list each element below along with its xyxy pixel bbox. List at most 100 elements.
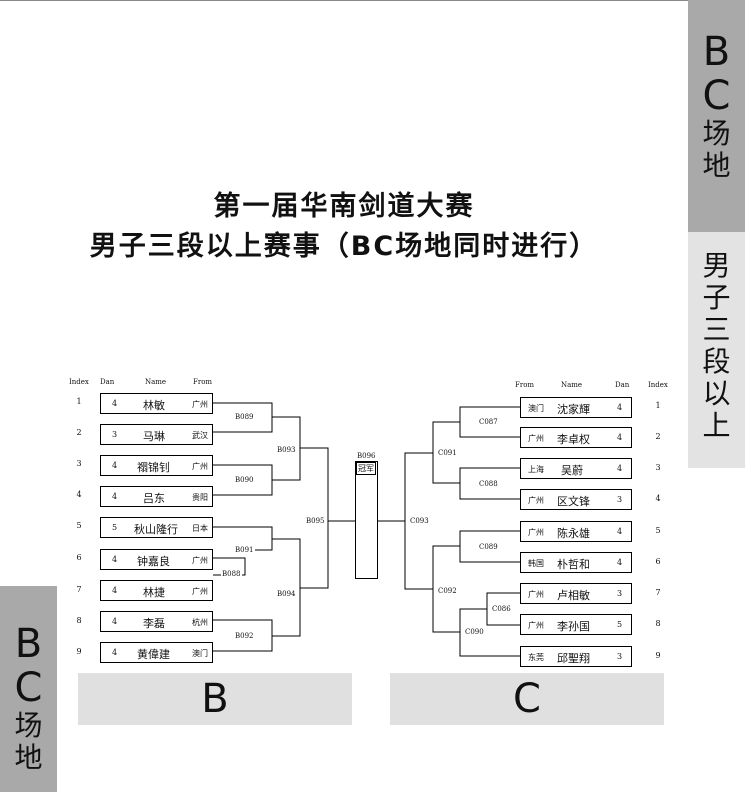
champion-box [355, 461, 378, 579]
tab-char: B [14, 621, 43, 667]
match-label: C088 [478, 480, 499, 488]
top-border-line [0, 0, 745, 1]
section-b-banner: B [78, 673, 352, 725]
tab-char: B [702, 29, 731, 75]
header-name-c: Name [561, 381, 583, 389]
entry-dan: 3 [617, 589, 623, 598]
entry-row: 广州 陈永雄 4 [520, 521, 632, 542]
match-label: B094 [276, 590, 297, 598]
side-tab-bc-court-right-text: B C 场 地 [688, 30, 745, 182]
entry-name: 朴哲和 [557, 558, 590, 571]
entry-row: 广州 卢相敏 3 [520, 583, 632, 604]
match-label: B093 [276, 446, 297, 454]
entry-dan: 3 [617, 652, 623, 661]
entry-name: 李卓权 [557, 433, 590, 446]
entry-dan: 4 [112, 399, 118, 408]
entry-index: 6 [655, 557, 661, 566]
entry-from: 广州 [528, 590, 544, 599]
entry-name: 黄偉建 [137, 648, 170, 661]
entry-dan: 4 [617, 558, 623, 567]
entry-from: 贵阳 [192, 493, 208, 502]
entry-name: 吕东 [143, 492, 165, 505]
entry-name: 卢相敏 [557, 589, 590, 602]
entry-dan: 5 [617, 620, 623, 629]
entry-name: 李孙国 [557, 620, 590, 633]
entry-dan: 4 [617, 433, 623, 442]
match-label: B089 [234, 413, 255, 421]
entry-index: 5 [76, 521, 82, 530]
tab-char: 子 [702, 281, 731, 314]
entry-index: 3 [76, 459, 82, 468]
page-subtitle: 男子三段以上赛事（BC场地同时进行） [89, 231, 599, 262]
entry-name: 钟嘉良 [137, 555, 170, 568]
entry-row: 广州 李卓权 4 [520, 427, 632, 448]
entry-index: 1 [655, 401, 661, 410]
entry-index: 2 [76, 428, 82, 437]
entry-index: 6 [76, 553, 82, 562]
entry-from: 日本 [192, 524, 208, 533]
entry-from: 上海 [528, 465, 544, 474]
entry-dan: 4 [112, 648, 118, 657]
side-tab-bc-court-left-text: B C 场 地 [0, 622, 57, 774]
entry-index: 8 [76, 616, 82, 625]
entry-from: 广州 [192, 400, 208, 409]
entry-dan: 4 [112, 555, 118, 564]
entry-row: 东莞 邱聖翔 3 [520, 646, 632, 667]
entry-row: 4 林敏 广州 [100, 393, 213, 414]
entry-dan: 4 [617, 527, 623, 536]
entry-from: 广州 [528, 434, 544, 443]
match-label: B095 [305, 517, 326, 525]
entry-row: 上海 吴蔚 4 [520, 458, 632, 479]
header-index-b: Index [69, 378, 89, 386]
entry-index: 8 [655, 619, 661, 628]
header-from-c: From [515, 381, 535, 389]
entry-name: 邱聖翔 [557, 652, 590, 665]
side-tab-bc-court-right [688, 0, 745, 232]
entry-from: 杭州 [192, 618, 208, 627]
entry-index: 9 [76, 647, 82, 656]
entry-row: 广州 李孙国 5 [520, 614, 632, 635]
side-tab-category-text: 男 子 三 段 以 上 [688, 250, 745, 442]
entry-from: 澳门 [528, 404, 544, 413]
entry-from: 澳门 [192, 649, 208, 658]
entry-row: 5 秋山隆行 日本 [100, 517, 213, 538]
entry-name: 禤锦钊 [137, 461, 170, 474]
match-label: C091 [437, 449, 458, 457]
entry-row: 韩国 朴哲和 4 [520, 552, 632, 573]
entry-from: 广州 [528, 528, 544, 537]
match-label: B088 [221, 570, 242, 578]
entry-from: 广州 [528, 496, 544, 505]
match-label: C092 [437, 587, 458, 595]
entry-row: 4 禤锦钊 广州 [100, 455, 213, 476]
entry-from: 广州 [192, 587, 208, 596]
match-label: C093 [409, 517, 430, 525]
header-dan-b: Dan [100, 378, 115, 386]
entry-dan: 4 [617, 464, 623, 473]
header-dan-c: Dan [615, 381, 630, 389]
entry-name: 秋山隆行 [134, 523, 178, 536]
champion-label: 冠军 [356, 462, 376, 475]
match-label: B090 [234, 476, 255, 484]
entry-dan: 4 [112, 586, 118, 595]
match-label: B091 [234, 546, 255, 554]
tab-char: 三 [702, 313, 731, 346]
tab-char: 地 [702, 149, 731, 182]
entry-row: 4 吕东 贵阳 [100, 486, 213, 507]
entry-index: 4 [76, 490, 82, 499]
entry-name: 李磊 [143, 617, 165, 630]
entry-row: 4 林捷 广州 [100, 580, 213, 601]
match-label: B096 [356, 452, 377, 460]
entry-index: 2 [655, 432, 661, 441]
entry-dan: 4 [617, 403, 623, 412]
tab-char: 场 [702, 117, 731, 150]
match-label: C089 [478, 543, 499, 551]
page-title: 第一届华南剑道大赛 [213, 191, 475, 222]
entry-row: 澳门 沈家輝 4 [520, 397, 632, 418]
entry-dan: 3 [112, 430, 118, 439]
tab-char: 场 [14, 709, 43, 742]
entry-name: 马琳 [143, 430, 165, 443]
tab-char: 上 [702, 409, 731, 442]
header-index-c: Index [648, 381, 668, 389]
entry-index: 3 [655, 463, 661, 472]
entry-index: 7 [655, 588, 661, 597]
